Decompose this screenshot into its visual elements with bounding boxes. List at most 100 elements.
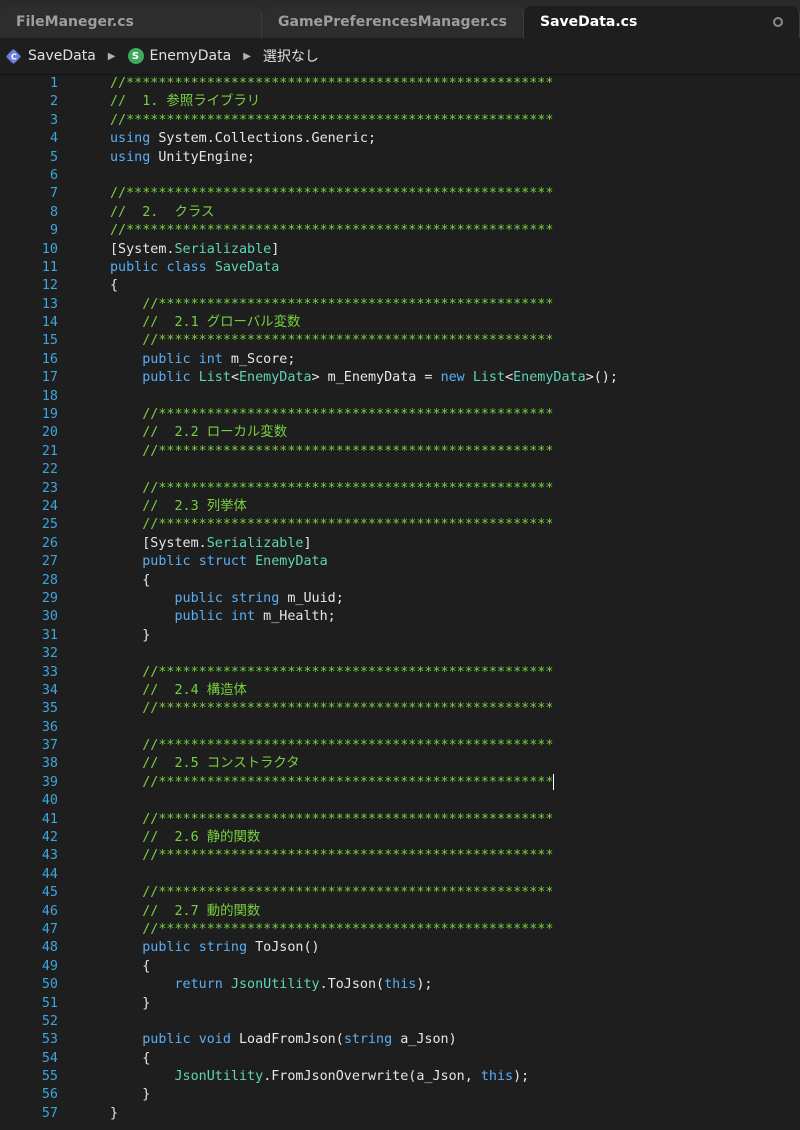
code-line[interactable]: 23 //***********************************… <box>0 480 800 498</box>
code-text: //**************************************… <box>142 333 554 349</box>
code-line[interactable]: 8// 2. クラス <box>0 204 800 222</box>
code-line[interactable]: 15 //***********************************… <box>0 332 800 350</box>
line-number: 24 <box>41 498 58 514</box>
tab-filemaneger[interactable]: FileManeger.cs <box>0 6 262 38</box>
code-line[interactable]: 6 <box>0 167 800 185</box>
code-text: //**************************************… <box>110 223 554 239</box>
code-text: public string m_Uuid; <box>174 590 344 606</box>
code-line[interactable]: 4 using System.Collections.Generic; <box>0 130 800 148</box>
code-line[interactable]: 22 <box>0 461 800 479</box>
code-line[interactable]: 57} <box>0 1105 800 1123</box>
code-line[interactable]: 18 <box>0 388 800 406</box>
line-number: 18 <box>41 388 58 404</box>
tab-gamepreferencesmanager[interactable]: GamePreferencesManager.cs <box>262 6 524 38</box>
code-text: { <box>110 572 151 588</box>
code-text: // 2.2 ローカル変数 <box>142 425 288 441</box>
line-number: 16 <box>41 351 58 367</box>
code-line[interactable]: 52 <box>0 1013 800 1031</box>
code-line[interactable]: 49 { <box>0 958 800 976</box>
tab-savedata[interactable]: SaveData.cs <box>524 6 800 38</box>
code-line[interactable]: 36 <box>0 719 800 737</box>
code-text: public struct EnemyData <box>142 554 328 570</box>
code-line[interactable]: 13 //***********************************… <box>0 296 800 314</box>
line-number: 1 <box>49 76 58 91</box>
code-line[interactable]: 21 //***********************************… <box>0 443 800 461</box>
code-line[interactable]: 11 public class SaveData <box>0 259 800 277</box>
code-line[interactable]: 48 public string ToJson() <box>0 939 800 957</box>
code-line[interactable]: 38 // 2.5 コンストラクタ <box>0 755 800 773</box>
code-line[interactable]: 39 //***********************************… <box>0 773 800 792</box>
code-line[interactable]: 37 //***********************************… <box>0 737 800 755</box>
code-line[interactable]: 46 // 2.7 動的関数 <box>0 903 800 921</box>
line-number: 43 <box>41 848 58 864</box>
code-text: JsonUtility.FromJsonOverwrite(a_Json, th… <box>174 1069 530 1085</box>
code-line[interactable]: 53 public void LoadFromJson(string a_Jso… <box>0 1031 800 1049</box>
code-line[interactable]: 16 public int m_Score; <box>0 351 800 369</box>
code-line[interactable]: 50 return JsonUtility.ToJson(this); <box>0 976 800 994</box>
code-line[interactable]: 44 <box>0 866 800 884</box>
breadcrumb-struct[interactable]: EnemyData <box>149 48 232 64</box>
close-icon[interactable] <box>773 17 783 27</box>
line-number: 11 <box>41 259 58 275</box>
code-text: // 2.4 構造体 <box>142 682 247 698</box>
code-line[interactable]: 26 [System.Serializable] <box>0 535 800 553</box>
code-line[interactable]: 56 } <box>0 1086 800 1104</box>
code-line[interactable]: 7//*************************************… <box>0 185 800 203</box>
code-line[interactable]: 10[System.Serializable] <box>0 241 800 259</box>
code-text: //**************************************… <box>142 480 554 496</box>
code-line[interactable]: 1//*************************************… <box>0 75 800 93</box>
code-text: using System.Collections.Generic; <box>110 131 377 147</box>
code-line[interactable]: 17 public List<EnemyData> m_EnemyData = … <box>0 369 800 387</box>
code-line[interactable]: 24 // 2.3 列挙体 <box>0 498 800 516</box>
code-text: public int m_Health; <box>174 609 336 625</box>
code-text: using UnityEngine; <box>110 149 256 165</box>
line-number: 35 <box>41 701 58 717</box>
code-line[interactable]: 28 { <box>0 572 800 590</box>
code-line[interactable]: 54 { <box>0 1050 800 1068</box>
code-text <box>58 866 110 884</box>
code-text: } <box>110 995 151 1011</box>
code-text: public List<EnemyData> m_EnemyData = new… <box>142 370 618 386</box>
code-line[interactable]: 9//*************************************… <box>0 222 800 240</box>
code-line[interactable]: 32 <box>0 645 800 663</box>
breadcrumb-class[interactable]: SaveData <box>28 48 96 64</box>
code-line[interactable]: 31 } <box>0 627 800 645</box>
line-number: 55 <box>41 1069 58 1085</box>
line-number: 37 <box>41 738 58 754</box>
line-number: 36 <box>41 719 58 735</box>
code-text: { <box>110 278 119 294</box>
code-line[interactable]: 42 // 2.6 静的関数 <box>0 829 800 847</box>
code-text <box>58 645 110 663</box>
code-line[interactable]: 41 //***********************************… <box>0 811 800 829</box>
line-number: 12 <box>41 278 58 294</box>
code-text: // 2.6 静的関数 <box>142 830 261 846</box>
code-editor[interactable]: 1 //*************************************… <box>0 75 800 1130</box>
code-line[interactable]: 14 // 2.1 グローバル変数 <box>0 314 800 332</box>
breadcrumb-selection[interactable]: 選択なし <box>262 49 319 65</box>
line-number: 4 <box>49 131 58 147</box>
line-number: 41 <box>41 811 58 827</box>
code-line[interactable]: 35 //***********************************… <box>0 700 800 718</box>
code-text <box>58 388 110 406</box>
code-line[interactable]: 3//*************************************… <box>0 112 800 130</box>
code-line[interactable]: 29 public string m_Uuid; <box>0 590 800 608</box>
code-line[interactable]: 2// 1. 参照ライブラリ <box>0 93 800 111</box>
code-text: public class SaveData <box>110 259 280 275</box>
code-line[interactable]: 47 //***********************************… <box>0 921 800 939</box>
code-line[interactable]: 45 //***********************************… <box>0 884 800 902</box>
code-line[interactable]: 19 //***********************************… <box>0 406 800 424</box>
code-line[interactable]: 30 public int m_Health; <box>0 608 800 626</box>
code-line[interactable]: 34 // 2.4 構造体 <box>0 682 800 700</box>
code-line[interactable]: 27 public struct EnemyData <box>0 553 800 571</box>
code-line[interactable]: 51 } <box>0 995 800 1013</box>
code-line[interactable]: 40 <box>0 792 800 810</box>
code-line[interactable]: 12 { <box>0 277 800 295</box>
code-line[interactable]: 33 //***********************************… <box>0 664 800 682</box>
line-number: 6 <box>49 167 58 183</box>
code-line[interactable]: 25 //***********************************… <box>0 516 800 534</box>
code-line[interactable]: 55 JsonUtility.FromJsonOverwrite(a_Json,… <box>0 1068 800 1086</box>
code-line[interactable]: 20 // 2.2 ローカル変数 <box>0 424 800 442</box>
line-number: 38 <box>41 756 58 772</box>
code-line[interactable]: 43 //***********************************… <box>0 847 800 865</box>
